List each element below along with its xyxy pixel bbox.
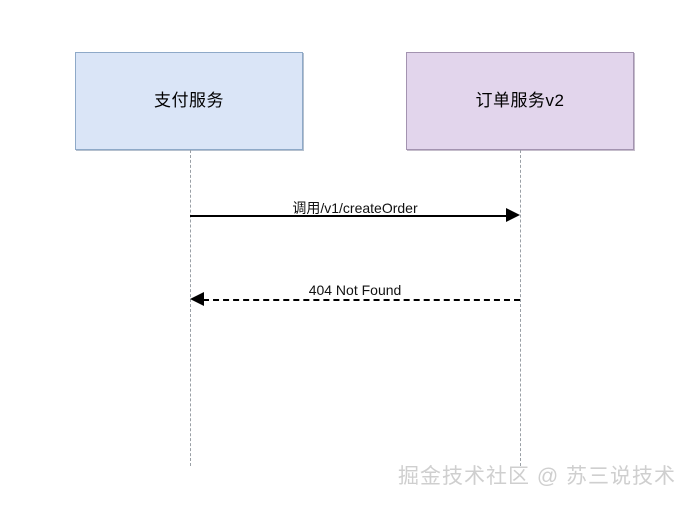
message-line-response-404 <box>203 299 520 301</box>
participant-label-order-service-v2: 订单服务v2 <box>475 90 565 110</box>
message-label-response-404: 404 Not Found <box>308 282 402 298</box>
lifeline-payment-service <box>190 150 191 466</box>
participant-box-order-service-v2[interactable]: 订单服务v2 <box>406 52 634 150</box>
participant-box-payment-service[interactable]: 支付服务 <box>75 52 303 150</box>
participant-label-payment-service: 支付服务 <box>154 90 224 110</box>
message-label-request-create-order: 调用/v1/createOrder <box>292 200 418 216</box>
lifeline-order-service-v2 <box>520 150 521 466</box>
arrowhead-left-icon <box>190 292 204 306</box>
watermark-text: 掘金技术社区 @ 苏三说技术 <box>398 465 676 488</box>
arrowhead-right-icon <box>506 208 520 222</box>
message-line-request-create-order <box>190 215 507 217</box>
